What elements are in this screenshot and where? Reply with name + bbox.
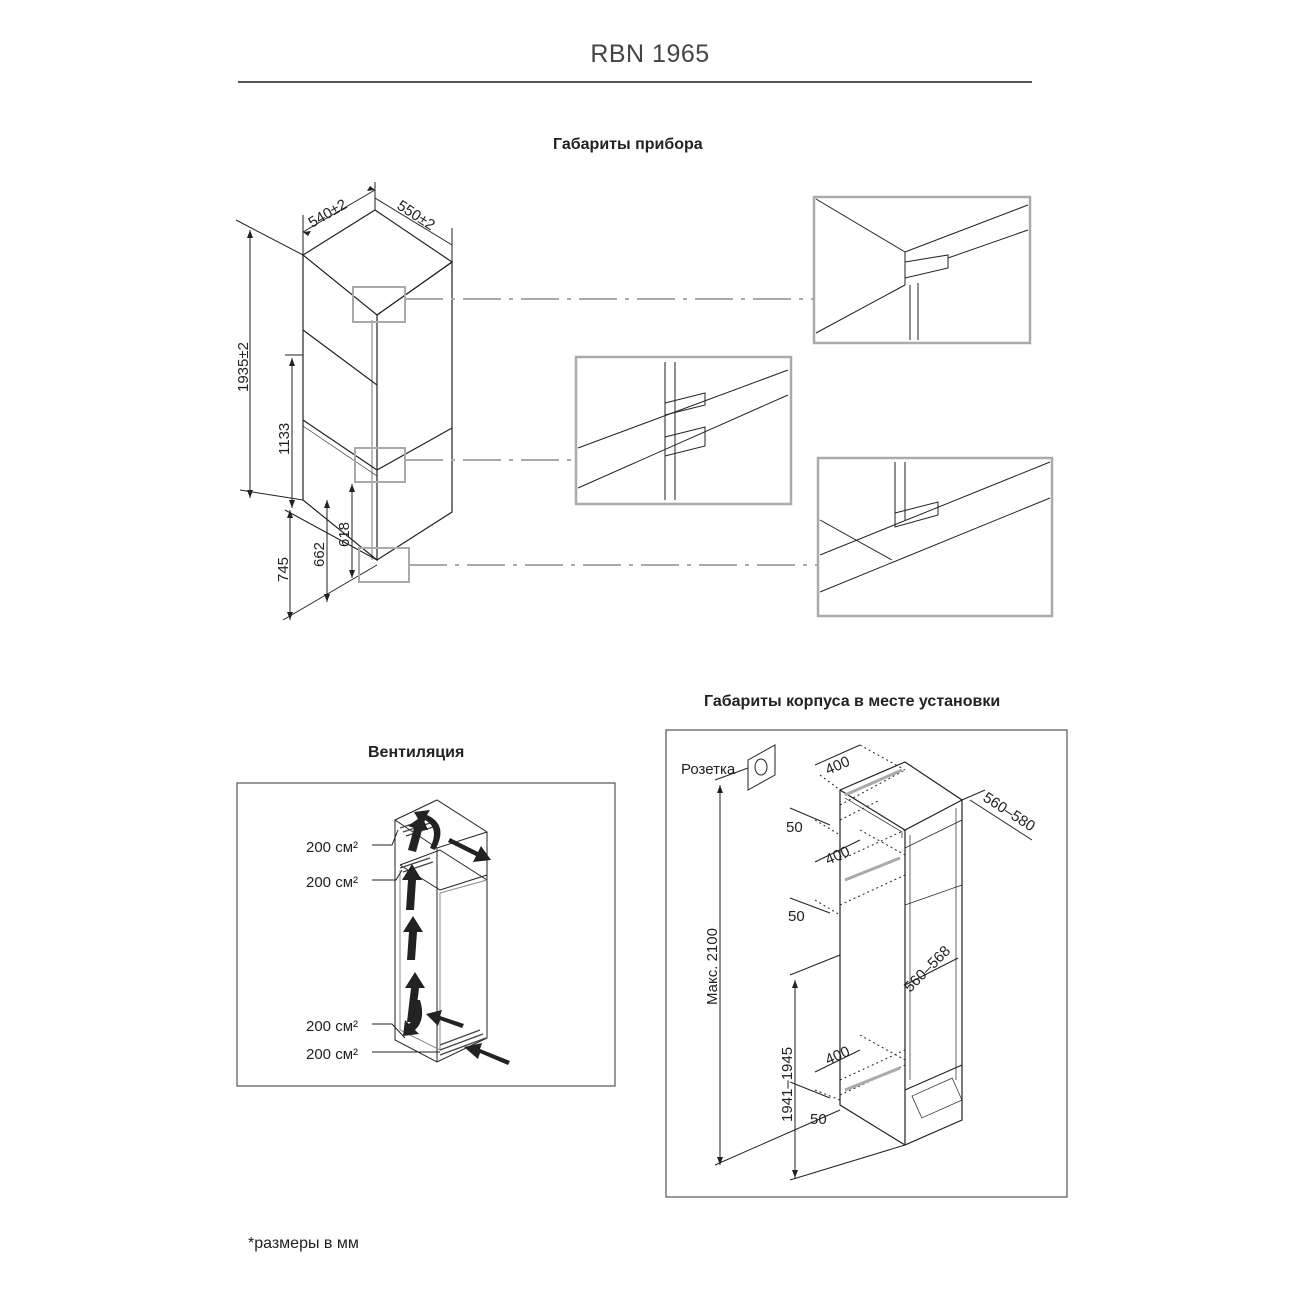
vent-area-top-2: 200 см² xyxy=(306,874,358,891)
hinge-marker-middle xyxy=(354,447,406,483)
label-depth-550: 550±2 xyxy=(394,197,438,234)
vent-area-bottom-2: 200 см² xyxy=(306,1046,358,1063)
label-gap-50-c: 50 xyxy=(810,1111,827,1128)
vent-area-top-1: 200 см² xyxy=(306,839,358,856)
label-height-662: 662 xyxy=(311,542,328,567)
hinge-marker-top xyxy=(352,286,406,323)
heading-ventilation: Вентиляция xyxy=(368,744,465,761)
label-gap-50-a: 50 xyxy=(786,819,803,836)
heading-niche-dimensions: Габариты корпуса в месте установки xyxy=(704,693,1001,710)
page-title: RBN 1965 xyxy=(590,40,710,68)
ventilation-panel xyxy=(236,782,616,1087)
heading-appliance-dimensions: Габариты прибора xyxy=(553,136,703,153)
label-height-1935: 1935±2 xyxy=(235,342,252,392)
label-height-618: 618 xyxy=(336,522,353,547)
label-socket: Розетка xyxy=(681,761,736,778)
hinge-marker-bottom xyxy=(358,547,410,583)
label-width-540: 540±2 xyxy=(306,196,351,232)
label-height-745: 745 xyxy=(275,557,292,582)
title-divider xyxy=(238,81,1032,83)
niche-panel xyxy=(665,729,1068,1198)
detail-box-middle xyxy=(574,355,793,506)
vent-area-bottom-1: 200 см² xyxy=(306,1018,358,1035)
label-niche-height-1941-1945: 1941–1945 xyxy=(779,1047,796,1122)
detail-box-bottom xyxy=(816,456,1054,618)
label-max-height-2100: Макс. 2100 xyxy=(704,928,721,1005)
socket-icon xyxy=(747,744,776,791)
detail-box-top xyxy=(812,195,1032,345)
label-height-1133: 1133 xyxy=(276,423,293,455)
label-gap-50-b: 50 xyxy=(788,908,805,925)
footnote-units: *размеры в мм xyxy=(248,1235,359,1252)
airflow-arrows xyxy=(402,810,510,1065)
appliance-dimension-lines xyxy=(235,182,453,621)
